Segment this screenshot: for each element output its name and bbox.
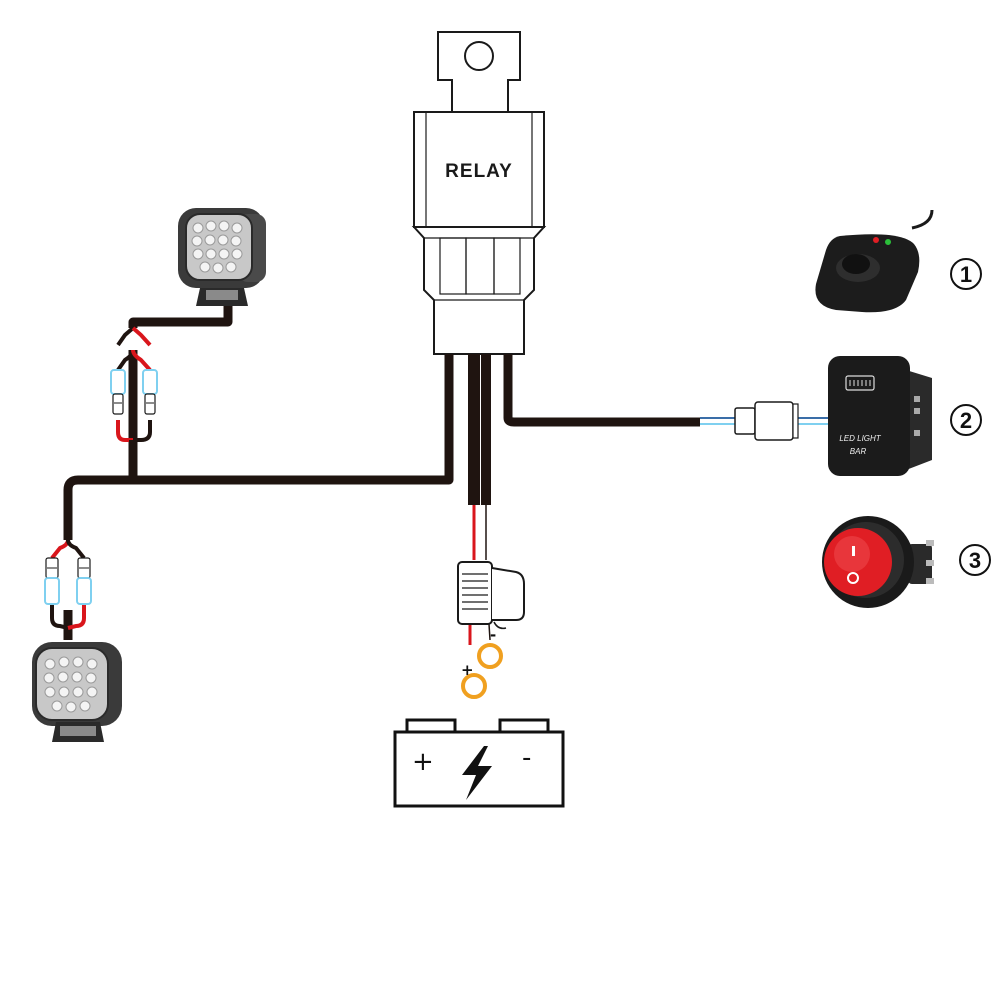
battery-icon: + - <box>393 718 565 808</box>
switch-number-1-ring <box>950 258 982 290</box>
led-pod-light-icon <box>32 642 122 742</box>
rocker-switch-icon: LED LIGHT BAR <box>828 356 932 476</box>
lead-minus-label: - <box>490 626 496 644</box>
switch-number-3-ring <box>959 544 991 576</box>
switch-number-2: 2 <box>960 408 972 433</box>
relay: RELAY <box>411 31 547 355</box>
relay-label: RELAY <box>445 161 513 182</box>
lead-plus-label: + <box>461 661 474 679</box>
bullet-connector <box>110 369 126 415</box>
ring-terminals: + - <box>461 626 503 699</box>
connector-pair-lower <box>44 539 92 630</box>
fuse-holder <box>457 561 525 630</box>
rocker-text-line2: BAR <box>850 447 867 456</box>
battery-minus-label: - <box>522 743 531 773</box>
battery-plus-label: + <box>412 747 434 777</box>
connector-plug <box>734 401 799 441</box>
remote-switch-icon <box>815 209 934 313</box>
bullet-connector <box>142 369 158 415</box>
led-pod-light-icon <box>178 208 266 306</box>
switch-number-2-ring <box>950 404 982 436</box>
switch-number-3: 3 <box>969 548 981 573</box>
rocker-text-line1: LED LIGHT <box>839 434 881 443</box>
bullet-connector <box>44 557 60 605</box>
switch-number-1: 1 <box>960 262 972 287</box>
bullet-connector <box>76 557 92 605</box>
lightning-icon <box>462 746 492 800</box>
connector-pair-upper <box>110 326 158 480</box>
round-toggle-switch-icon <box>822 516 934 608</box>
